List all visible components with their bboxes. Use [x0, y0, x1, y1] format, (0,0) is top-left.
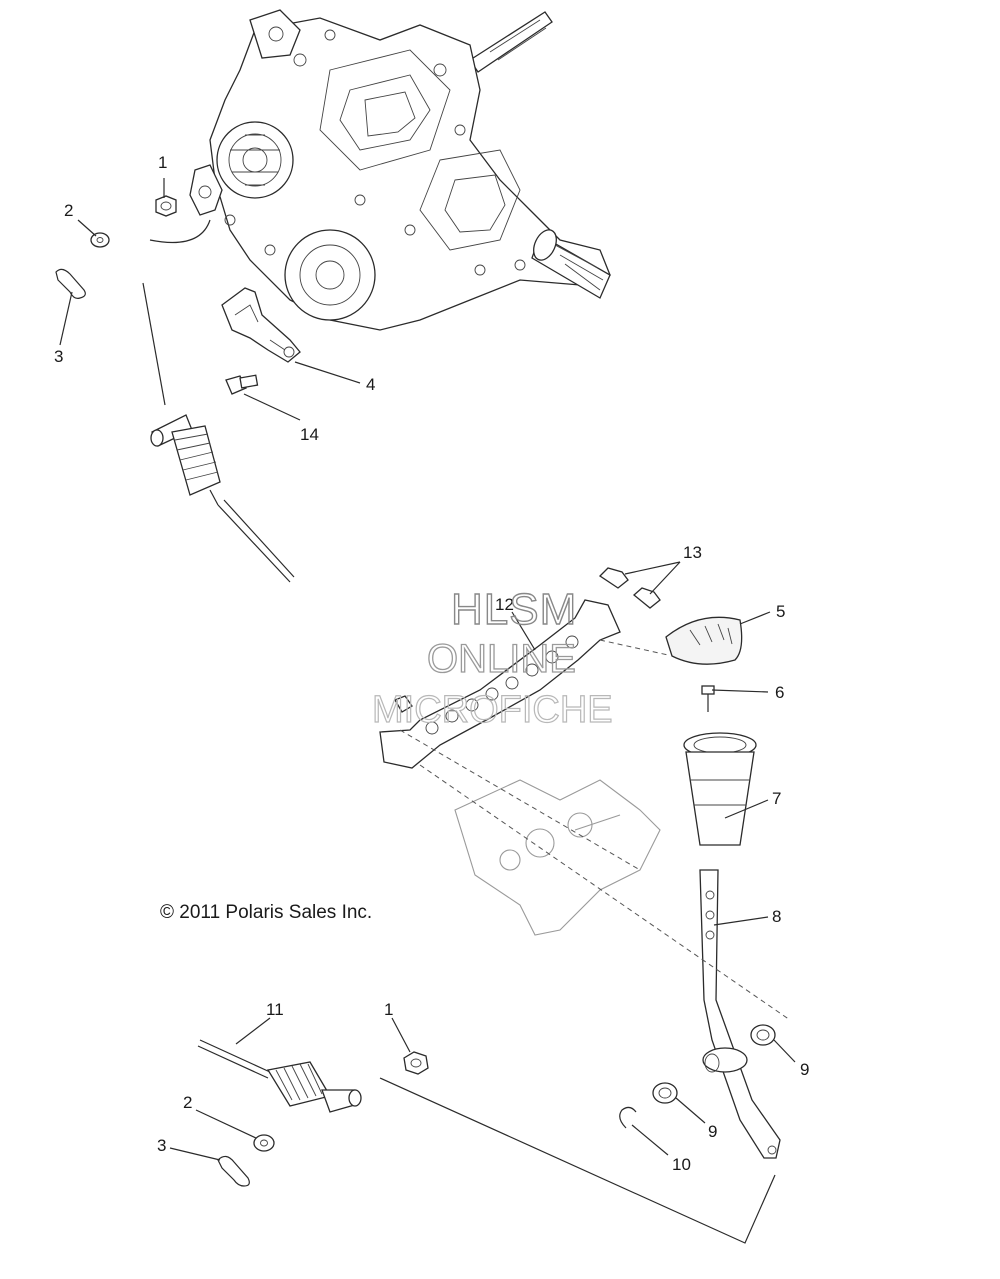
callout-4: 4 — [366, 375, 375, 394]
bracket-part-12 — [379, 599, 621, 769]
shift-boot-part-7 — [683, 732, 757, 846]
assembly-dashed-lines — [399, 639, 791, 1021]
callout-8: 8 — [772, 907, 781, 926]
shift-lever-part-8 — [699, 869, 781, 1159]
bushing-part-9-right — [750, 1024, 776, 1046]
clip-part-3-bottom — [217, 1155, 250, 1187]
shift-cable-bottom — [197, 1039, 362, 1113]
transmission-drawing — [189, 9, 611, 331]
copyright-text: © 2011 Polaris Sales Inc. — [160, 902, 372, 923]
callout-1-bottom: 1 — [384, 1000, 393, 1019]
callout-9-right: 9 — [800, 1060, 809, 1079]
callout-6: 6 — [775, 683, 784, 702]
callout-7: 7 — [772, 789, 781, 808]
nut-part-1-bottom — [403, 1051, 429, 1075]
callout-13: 13 — [683, 543, 702, 562]
callout-1-top: 1 — [158, 153, 167, 172]
watermark-line-2: ONLINE — [427, 637, 576, 681]
shift-cable-top — [142, 282, 295, 583]
callout-14: 14 — [300, 425, 319, 444]
callout-3-top: 3 — [54, 347, 63, 366]
bolt-part-14 — [225, 374, 259, 395]
watermark-line-1: HLSM — [451, 585, 577, 634]
callout-3-bottom: 3 — [157, 1136, 166, 1155]
bushing-part-9-left — [652, 1082, 678, 1104]
shift-knob-part-5 — [665, 616, 743, 665]
callout-5: 5 — [776, 602, 785, 621]
bracket-part-4 — [221, 287, 301, 363]
watermark: HLSM ONLINE MICROFICHE — [371, 584, 613, 731]
callout-2-top: 2 — [64, 201, 73, 220]
clip-part-3-top — [55, 268, 86, 299]
watermark-line-3: MICROFICHE — [372, 689, 613, 731]
callout-10: 10 — [672, 1155, 691, 1174]
frame-bracket-ghost — [454, 779, 661, 936]
callout-11: 11 — [266, 1000, 284, 1019]
callout-2-bottom: 2 — [183, 1093, 192, 1112]
callout-labels: 1 2 3 4 14 13 12 5 6 7 8 9 9 10 11 1 2 3 — [54, 153, 809, 1174]
washer-part-2-bottom — [253, 1134, 275, 1152]
callout-12: 12 — [495, 595, 514, 614]
washer-part-2-top — [90, 232, 110, 248]
eclip-part-10 — [619, 1106, 637, 1129]
bolt-part-13 — [598, 567, 661, 609]
leader-lines — [59, 178, 796, 1244]
callout-9-left: 9 — [708, 1122, 717, 1141]
nut-part-1-top — [149, 195, 211, 244]
